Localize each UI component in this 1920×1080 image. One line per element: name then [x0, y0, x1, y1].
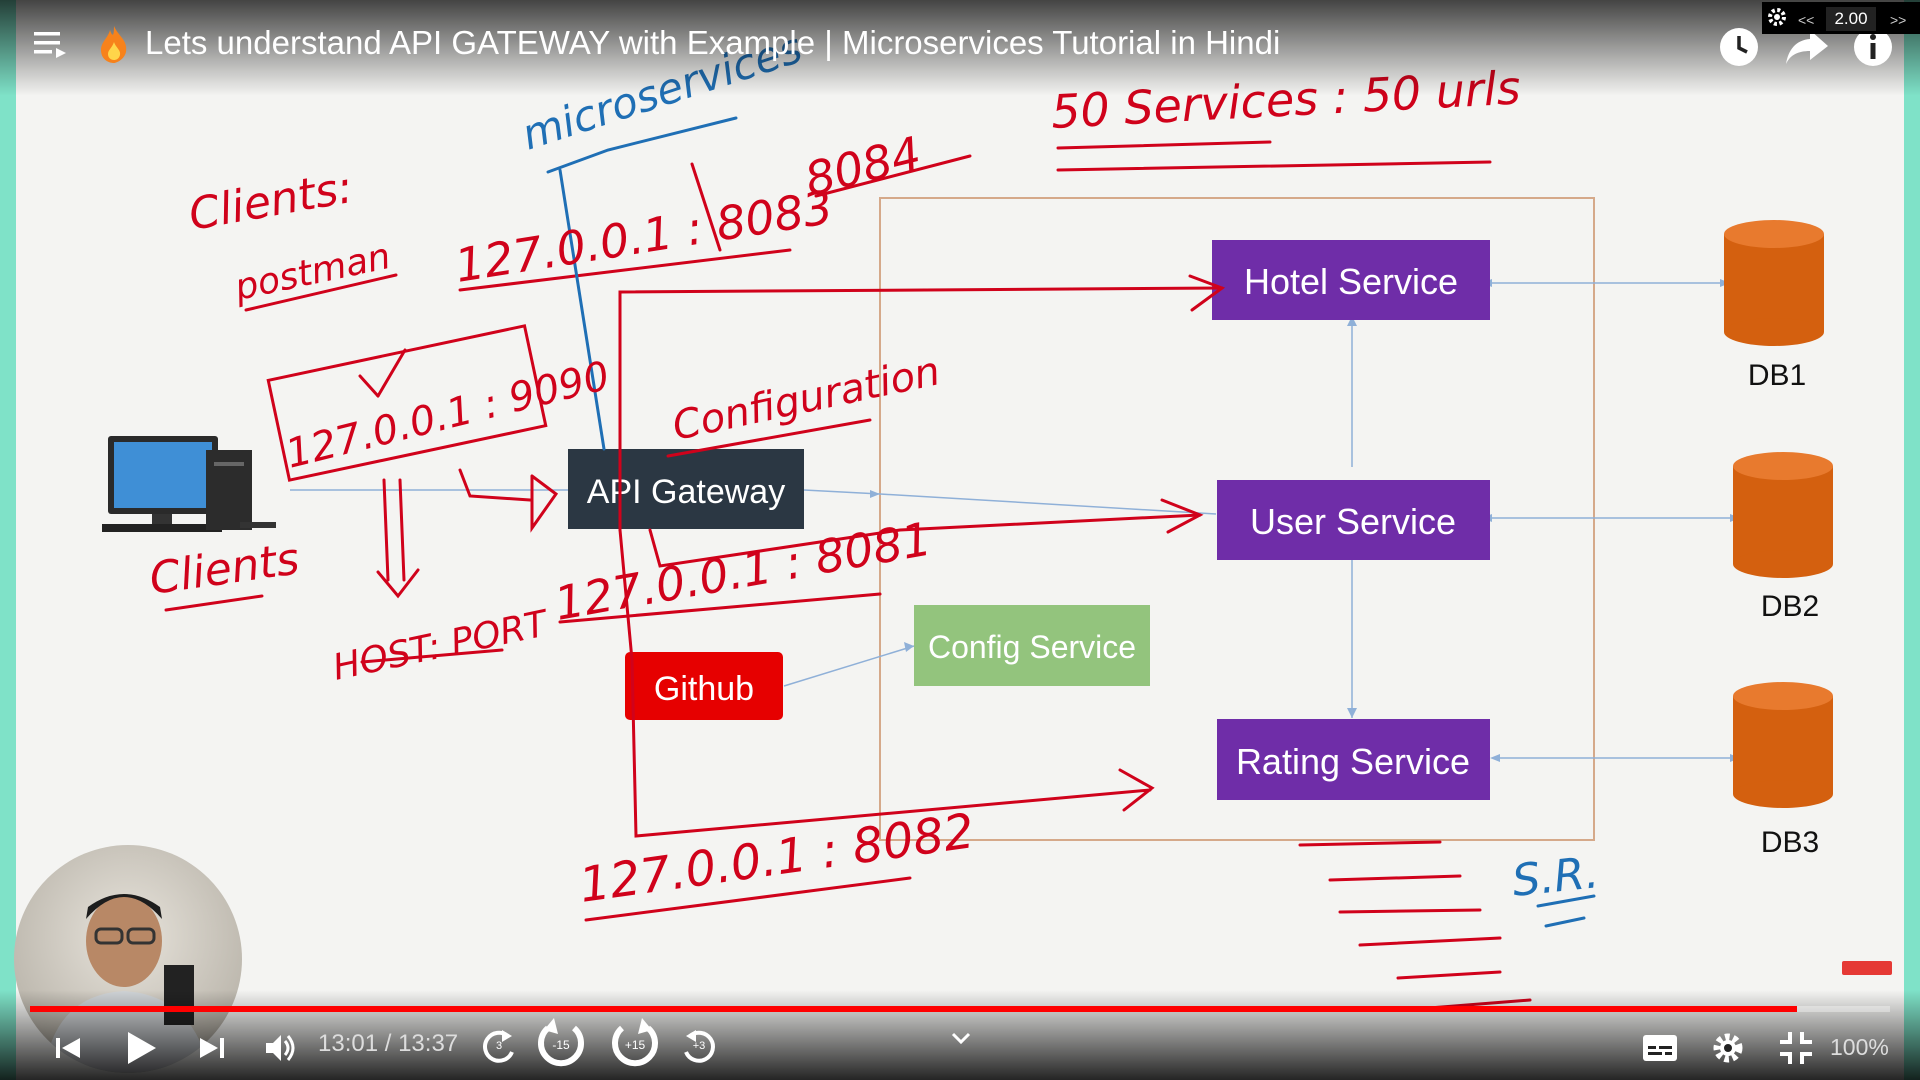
- chevron-down-icon[interactable]: [950, 1030, 972, 1046]
- playlist-icon[interactable]: [30, 26, 70, 71]
- config-service-box: [914, 605, 1150, 686]
- progress-bar[interactable]: [30, 1006, 1890, 1012]
- blue-handwriting: [546, 116, 1596, 928]
- speed-increase-button[interactable]: >>: [1890, 12, 1907, 28]
- hotel-service-label: Hotel Service: [1244, 261, 1458, 302]
- forward-15-label: +15: [624, 1038, 646, 1052]
- share-icon[interactable]: [1784, 26, 1830, 75]
- rewind-15-button[interactable]: -15: [532, 1016, 590, 1074]
- user-service-box: [1217, 480, 1490, 560]
- port-8084-note: 8084: [800, 126, 927, 207]
- ip-8083-note: 127.0.0.1 : 8083: [451, 180, 836, 293]
- clock-icon[interactable]: [1718, 26, 1760, 77]
- rewind-15-label: -15: [552, 1038, 570, 1052]
- rating-service-box: [1217, 719, 1490, 800]
- config-service-label: Config Service: [928, 629, 1136, 665]
- gear-icon[interactable]: [1766, 6, 1790, 33]
- play-icon[interactable]: [124, 1030, 158, 1066]
- speed-value: 2.00: [1826, 7, 1876, 31]
- db2-label: DB2: [1761, 590, 1819, 623]
- previous-icon[interactable]: [52, 1032, 84, 1064]
- forward-15-button[interactable]: +15: [606, 1016, 664, 1074]
- playback-speed-widget[interactable]: << 2.00 >>: [1762, 2, 1920, 34]
- info-icon[interactable]: [1852, 26, 1894, 77]
- configuration-note: Configuration: [669, 348, 945, 450]
- handwritten-arrows: [164, 140, 1532, 1012]
- exit-fullscreen-icon[interactable]: [1778, 1030, 1814, 1066]
- speed-decrease-button[interactable]: <<: [1798, 12, 1815, 28]
- github-box: [625, 652, 783, 720]
- flame-icon[interactable]: [96, 24, 132, 73]
- api-gateway-box: [568, 449, 804, 529]
- db3-label: DB3: [1761, 826, 1819, 859]
- user-service-label: User Service: [1250, 501, 1456, 542]
- host-port-note: HOST: PORT: [329, 603, 553, 689]
- video-title[interactable]: Lets understand API GATEWAY with Example…: [145, 24, 1281, 61]
- top-bar: [0, 0, 1920, 96]
- ip-9090-note: 127.0.0.1 : 9090: [281, 353, 614, 478]
- rewind-small-label: 3: [495, 1040, 503, 1052]
- clients-note: Clients: [146, 533, 302, 604]
- github-label: Github: [654, 670, 754, 708]
- diagram-arrows: [290, 282, 1730, 759]
- ip-8081-note: 127.0.0.1 : 8081: [551, 511, 936, 630]
- volume-icon[interactable]: [262, 1030, 298, 1066]
- sr-note: S.R.: [1510, 847, 1601, 907]
- progress-fill: [30, 1006, 1797, 1012]
- db3-icon: [1733, 682, 1833, 808]
- db2-icon: [1733, 452, 1833, 578]
- db1-icon: [1724, 220, 1824, 346]
- subscribe-badge[interactable]: [1842, 961, 1892, 975]
- time-separator: /: [384, 1030, 392, 1057]
- time-display: 13:01 / 13:37: [318, 1030, 458, 1058]
- current-time: 13:01: [318, 1030, 379, 1057]
- settings-icon[interactable]: [1710, 1030, 1746, 1066]
- api-gateway-label: API Gateway: [587, 473, 785, 511]
- clients-postman-note: Clients:: [185, 162, 356, 241]
- rewind-small-button[interactable]: 3: [478, 1026, 520, 1068]
- hotel-service-box: [1212, 240, 1490, 320]
- forward-small-button[interactable]: +3: [678, 1026, 720, 1068]
- rating-service-label: Rating Service: [1236, 741, 1470, 782]
- controls-bar: [0, 990, 1920, 1080]
- total-time: 13:37: [398, 1030, 459, 1057]
- captions-icon[interactable]: [1642, 1034, 1678, 1062]
- computer-icon: [102, 436, 276, 532]
- zoom-level[interactable]: 100%: [1830, 1034, 1889, 1060]
- services-container: [879, 197, 1595, 841]
- db1-label: DB1: [1748, 359, 1806, 392]
- postman-note: postman: [230, 236, 394, 309]
- next-icon[interactable]: [196, 1032, 228, 1064]
- forward-small-label: +3: [692, 1040, 706, 1052]
